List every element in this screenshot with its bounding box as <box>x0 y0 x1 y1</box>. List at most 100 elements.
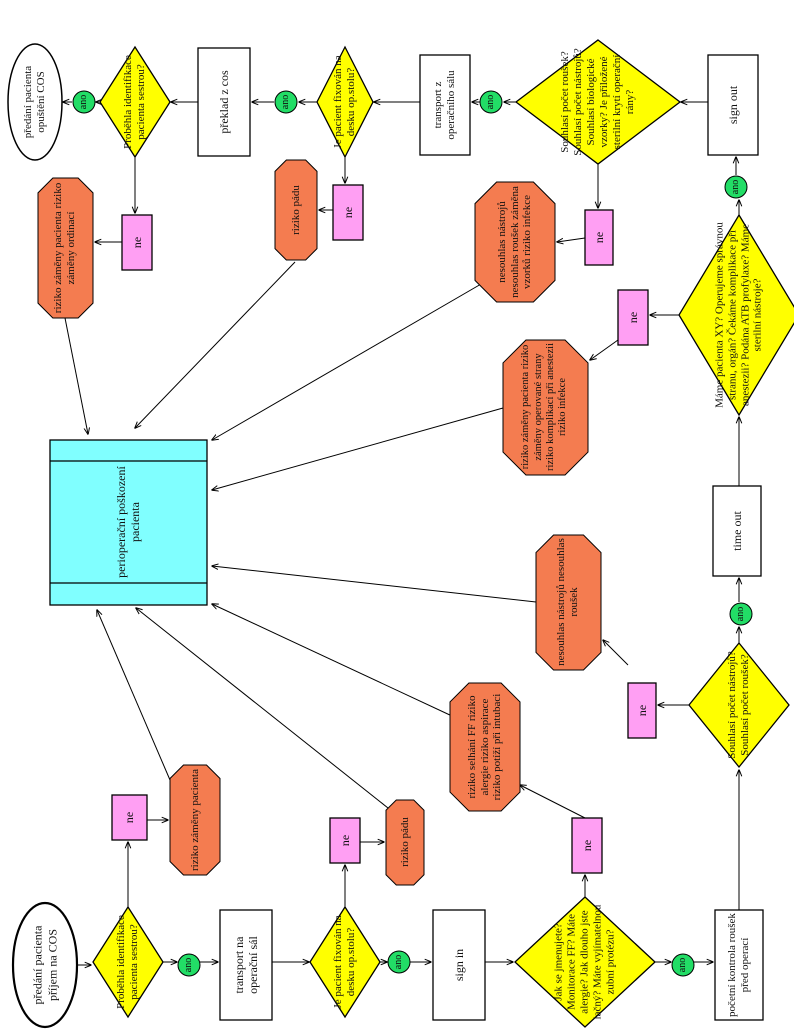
arrow-no-risk-signout <box>557 237 586 242</box>
center-text: perioperační poškození pacienta <box>113 466 142 578</box>
risk-ident2-text: riziko záměny pacienta riziko záměny ord… <box>52 182 77 314</box>
yes-count-label: ano <box>735 607 746 621</box>
connector-arrows <box>63 102 739 965</box>
risk-padu1-text: riziko pádu <box>398 817 411 867</box>
end-label: předání pacienta opuštění COS <box>22 65 47 139</box>
yes-signout <box>479 90 503 114</box>
arrow-risk-padu2-center <box>135 261 296 428</box>
risk-padu2 <box>274 159 318 261</box>
decision-fix1-label: Je pacient fixován na desku op.stolu? <box>332 915 357 1009</box>
end-text: předání pacienta opuštění COS <box>22 65 47 139</box>
no-ident1 <box>111 794 148 841</box>
decision-count-text: Souhlasí počet nástrojů? Souhlasí počet … <box>726 651 751 759</box>
no-signout <box>584 209 614 266</box>
risk-signin <box>449 682 521 812</box>
decision-fix2-label: Je pacient fixován na desku op.stolu? <box>332 55 357 148</box>
no-fix2-label: ne <box>341 207 355 218</box>
risk-padu2-text: riziko pádu <box>289 185 302 235</box>
center-box <box>49 439 208 606</box>
yes-fix1-label: ano <box>393 954 405 970</box>
decision-fix1 <box>309 905 381 1019</box>
yes-fix2-label: ano <box>280 94 292 110</box>
no-timeout <box>617 289 649 346</box>
no-signin <box>571 817 603 874</box>
no-ident2 <box>121 214 153 271</box>
decision-timeout <box>678 213 794 417</box>
no-timeout-text: ne <box>625 311 640 324</box>
process-count-before-label: početní kontrola roušek před operací <box>726 913 751 1017</box>
risk-zamena-text: riziko záměny pacienta <box>188 769 201 872</box>
yes-ident2-label: ano <box>78 94 90 110</box>
start-text: předání pacienta příjem na COS <box>30 925 59 1005</box>
process-sign-out <box>707 54 759 156</box>
yes-signout-text: ano <box>485 94 497 110</box>
decision-signout <box>514 39 682 165</box>
yes-fix1-text: ano <box>393 954 405 970</box>
arrow-risk-signout-center <box>212 279 489 440</box>
no-count-text: ne <box>634 704 649 717</box>
process-sign-out-text: sign out <box>725 85 740 125</box>
decision-fix2 <box>316 45 374 159</box>
arrow-no-risk-signin <box>520 785 586 819</box>
process-sign-in-label: sign in <box>452 949 466 981</box>
yes-fix2 <box>274 90 298 114</box>
no-count <box>627 682 657 739</box>
no-ident2-label: ne <box>129 236 144 249</box>
yes-ident1-text: ano <box>183 957 195 973</box>
process-transport-from-text: transport z operačního sálu <box>432 70 457 140</box>
yes-signin-label: ano <box>677 958 688 972</box>
decision-ident1-text: Proběhla identifikace pacienta sestrou? <box>115 915 140 1009</box>
no-ident1-label: ne <box>122 811 137 824</box>
arrow-risk-padu1-center <box>136 608 389 809</box>
no-signout-label: ne <box>592 232 606 243</box>
decision-ident1 <box>92 905 164 1019</box>
decision-ident2 <box>99 45 171 159</box>
no-ident1-text: ne <box>122 811 137 824</box>
start-ellipse <box>11 901 79 1029</box>
decision-signout-text: Souhlasí počet roušek? Souhlasí počet ná… <box>559 48 636 156</box>
process-transfer-cos-label: překlad z cos <box>216 70 231 134</box>
risk-padu1-label: riziko pádu <box>398 817 411 867</box>
no-fix1-text: ne <box>337 834 352 847</box>
no-signin-text: ne <box>579 839 594 852</box>
risk-signin-text: riziko selhání FF riziko alergie riziko … <box>465 693 504 801</box>
risk-timeout-label: riziko záměny pacienta riziko záměny ope… <box>520 343 568 471</box>
process-transfer-cos <box>197 47 251 157</box>
decision-timeout-text: Máme pacienta XY? Operujeme správnou str… <box>713 222 764 408</box>
flow-nodes <box>7 39 794 1029</box>
decision-signin-text: Jak se jmenujete? Monitorace FF? Máte al… <box>552 904 617 1020</box>
yes-ident2-text: ano <box>78 94 90 110</box>
yes-ident1-label: ano <box>183 957 195 973</box>
decision-count-label: Souhlasí počet nástrojů? Souhlasí počet … <box>726 651 751 759</box>
arrow-risk-timeout-center <box>212 407 504 490</box>
process-sign-out-label: sign out <box>725 85 740 125</box>
decision-fix1-text: Je pacient fixován na desku op.stolu? <box>332 915 357 1009</box>
process-time-out-text: time out <box>729 511 744 551</box>
process-transfer-cos-text: překlad z cos <box>216 70 231 134</box>
yes-ident1 <box>177 953 201 977</box>
arrow-no-risk-count <box>603 640 629 666</box>
yes-signin <box>671 953 695 977</box>
decision-ident2-text: Proběhla identifikace pacienta sestrou? <box>122 55 147 149</box>
risk-count-text: nesouhlas nástrojů nesouhlas roušek <box>555 538 580 666</box>
decision-signin <box>514 896 656 1028</box>
risk-timeout <box>502 339 589 476</box>
arrow-risk-signin-center <box>212 604 453 717</box>
process-time-out-label: time out <box>729 511 744 551</box>
arrow-risk-zamena-center <box>97 610 171 781</box>
arrow-no-risk-timeout <box>590 339 619 360</box>
no-ident2-text: ne <box>129 236 144 249</box>
start-label: předání pacienta příjem na COS <box>30 925 59 1005</box>
risk-signout-label: nesouhlas nástrojů nesouhlas roušek zámě… <box>495 186 534 298</box>
process-transport-from <box>419 54 471 156</box>
no-timeout-label: ne <box>625 311 640 324</box>
decision-count <box>688 641 790 769</box>
yes-timeout <box>724 175 748 199</box>
no-signin-label: ne <box>579 839 594 852</box>
yes-fix2-text: ano <box>280 94 292 110</box>
risk-zamena <box>169 764 221 876</box>
risk-signout-text: nesouhlas nástrojů nesouhlas roušek zámě… <box>495 186 534 298</box>
process-transport-sal-label: transport na operační sál <box>232 936 260 994</box>
yes-signout-label: ano <box>485 94 497 110</box>
arrow-risk-ident2-center <box>64 317 88 434</box>
